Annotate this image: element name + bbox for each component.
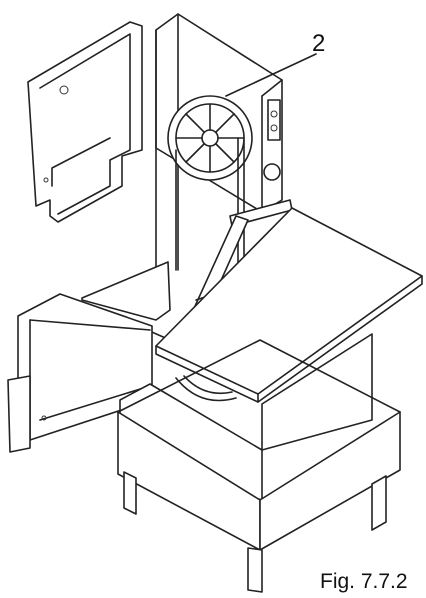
lower-wheel <box>175 375 237 402</box>
base-stand <box>117 339 401 593</box>
callout-label: 2 <box>312 30 326 57</box>
callout-leader-line <box>225 53 317 97</box>
work-table <box>155 207 423 403</box>
detached-door-panel <box>27 21 143 223</box>
figure-caption: Fig. 7.7.2 <box>320 570 408 593</box>
upper-wheel <box>167 95 253 181</box>
